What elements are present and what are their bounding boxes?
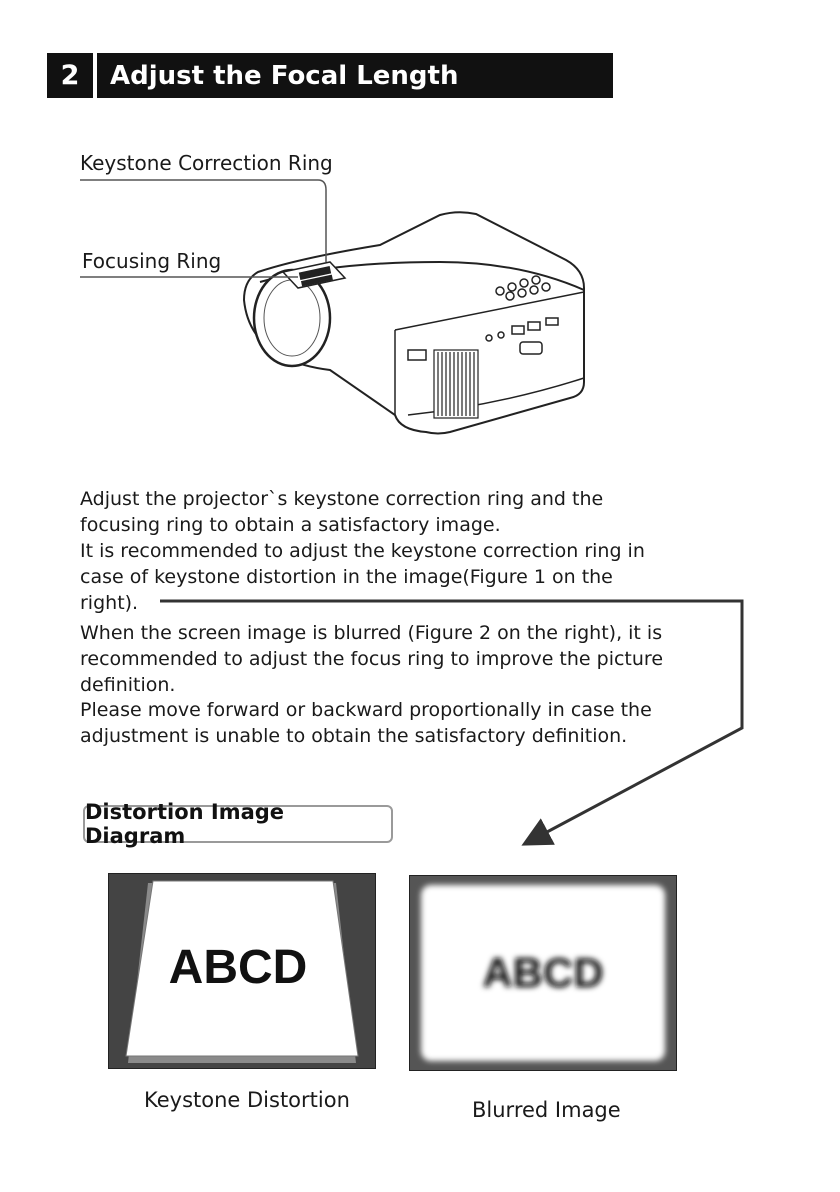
keystone-distortion-caption: Keystone Distortion xyxy=(144,1088,350,1112)
blurred-image-figure: ABCD xyxy=(409,875,677,1071)
screen-text: ABCD xyxy=(482,949,603,996)
paragraph-adjust: Adjust the projector`s keystone correcti… xyxy=(80,488,604,536)
keystone-callout-line xyxy=(80,179,327,262)
control-buttons xyxy=(495,275,551,301)
paragraph-keystone: It is recommended to adjust the keystone… xyxy=(80,540,645,614)
section-title: Adjust the Focal Length xyxy=(97,53,613,98)
focus-ring-callout: Focusing Ring xyxy=(82,249,222,273)
pointer-arrow xyxy=(160,599,744,846)
io-ports xyxy=(485,317,559,355)
keystone-distortion-figure: ABCD xyxy=(108,873,376,1069)
blurred-image-caption: Blurred Image xyxy=(472,1098,621,1122)
blurred-screen xyxy=(421,885,665,1061)
paragraph-move: Please move forward or backward proporti… xyxy=(80,699,652,747)
paragraph-blurred: When the screen image is blurred (Figure… xyxy=(80,622,664,696)
lens xyxy=(252,268,332,368)
screen-text: ABCD xyxy=(169,941,308,994)
distorted-screen xyxy=(125,880,359,1057)
vent-grill xyxy=(433,349,479,419)
focus-ring xyxy=(281,261,347,289)
distortion-diagram-label: Distortion Image Diagram xyxy=(83,800,393,848)
step-number: 2 xyxy=(47,53,93,98)
keystone-ring-callout: Keystone Correction Ring xyxy=(80,151,333,175)
